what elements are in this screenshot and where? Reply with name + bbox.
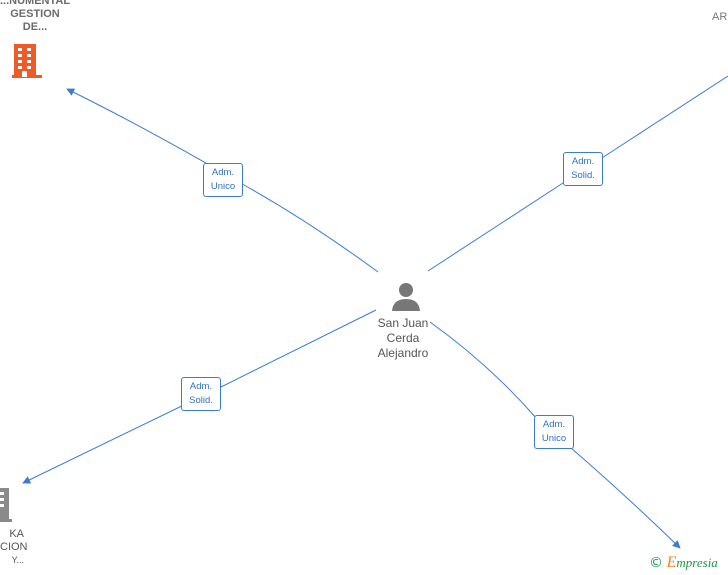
person-name-label[interactable]: San Juan Cerda Alejandro [358, 316, 448, 361]
relation-role: Adm. [189, 381, 213, 392]
brand-watermark: © Empresia [649, 554, 718, 572]
company-label-line: CION [0, 541, 28, 553]
person-icon[interactable] [392, 283, 420, 311]
person-name-line: Alejandro [377, 346, 429, 360]
relation-role: Adm. [211, 167, 235, 178]
relation-type: Unico [210, 181, 236, 192]
company-label-top-left[interactable]: ...NUMENTAL GESTION DE... [0, 0, 70, 34]
relation-type: Solid. [189, 395, 213, 406]
person-name-line: Cerda [386, 331, 420, 345]
copyright-icon: © [649, 555, 663, 571]
brand-rest: mpresia [676, 555, 718, 570]
relation-type: Unico [541, 433, 567, 444]
relation-tag-bottom-right[interactable]: Adm. Unico [534, 415, 574, 449]
relation-tag-top-right[interactable]: Adm. Solid. [563, 152, 603, 186]
company-label-bottom-left[interactable]: KA CION Y... [0, 528, 28, 567]
relation-type: Solid. [571, 170, 595, 181]
company-label-line: KA [9, 528, 24, 540]
brand-initial: E [666, 554, 677, 571]
brand-name: Empresia [666, 554, 718, 571]
edge-bottom-left [22, 309, 377, 484]
company-label-line: ...NUMENTAL [0, 0, 71, 7]
company-label-line: GESTION [10, 8, 60, 20]
company-label-line: Y... [11, 555, 24, 565]
building-icon[interactable] [12, 44, 42, 78]
relation-role: Adm. [542, 419, 566, 430]
person-name-line: San Juan [377, 316, 429, 330]
relation-tag-top-left[interactable]: Adm. Unico [203, 163, 243, 197]
company-label-top-right[interactable]: AR... [712, 11, 728, 24]
company-label-line: AR... [712, 11, 728, 23]
building-icon[interactable] [0, 488, 12, 522]
company-label-line: DE... [22, 21, 48, 33]
edge-top-left [66, 88, 379, 273]
relation-role: Adm. [571, 156, 595, 167]
relation-tag-bottom-left[interactable]: Adm. Solid. [181, 377, 221, 411]
